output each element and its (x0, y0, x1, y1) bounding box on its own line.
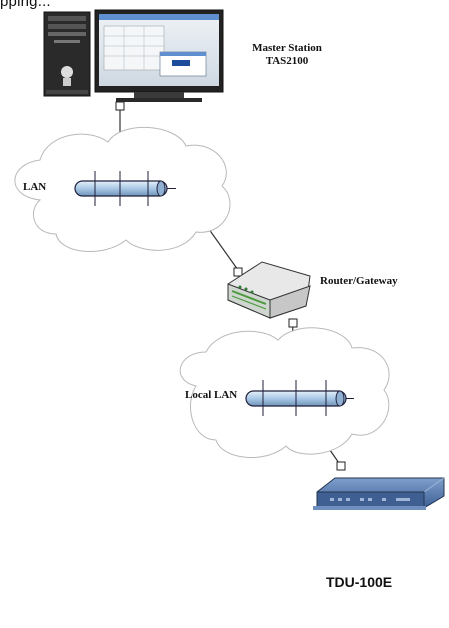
local-lan-bus (245, 380, 354, 416)
pc-tower-icon (43, 11, 91, 97)
lan-bus (74, 171, 176, 206)
port-device (336, 461, 346, 471)
port-router-out (288, 318, 298, 328)
master-station-model: TAS2100 (265, 55, 309, 67)
master-station-name: Master Station (252, 42, 322, 54)
rack-unit-icon (313, 477, 445, 510)
lan-label: LAN (23, 181, 47, 193)
monitor-icon (94, 9, 224, 102)
local-lan-label: Local LAN (185, 389, 238, 401)
port-router-in (233, 267, 243, 277)
header-fragment: pping... (0, 0, 51, 10)
connector-ports (115, 101, 346, 471)
device-label: TDU-100E (326, 574, 393, 590)
master-station-label: Master Station TAS2100 (232, 42, 342, 68)
router-icon (227, 261, 311, 319)
port-master (115, 101, 125, 111)
router-label: Router/Gateway (320, 275, 398, 287)
link-lan-router (205, 224, 239, 271)
